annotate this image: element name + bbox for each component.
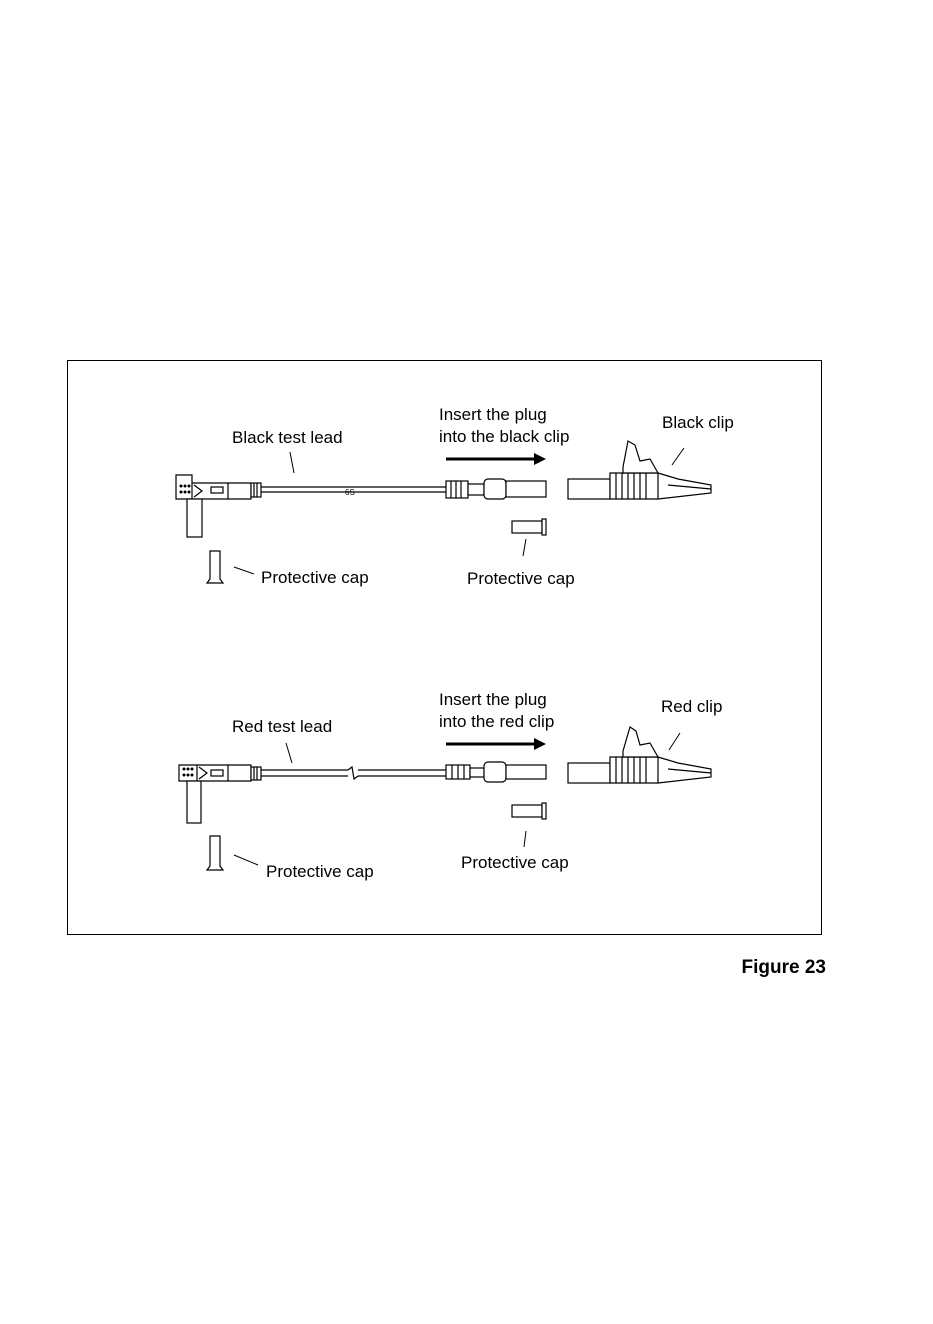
black-protective-cap-left [207,551,254,583]
black-lead-banana-plug [446,479,546,499]
black-insert-instruction-line2: into the black clip [439,426,569,448]
black-protective-cap-label-left: Protective cap [261,567,369,589]
red-test-lead-assembly [179,727,711,870]
black-insert-arrow [446,453,546,465]
red-lead-cable [261,743,446,779]
figure-caption: Figure 23 [742,957,826,979]
black-clip-label: Black clip [662,412,734,434]
red-insert-instruction-line2: into the red clip [439,711,554,733]
black-test-lead-label: Black test lead [232,427,343,449]
red-alligator-clip [568,727,711,783]
black-insert-instruction-line1: Insert the plug [439,404,547,426]
red-lead-strain-relief [251,767,261,780]
black-lead-right-angle-plug [176,475,251,537]
red-protective-cap-label-left: Protective cap [266,861,374,883]
red-lead-right-angle-plug [179,765,251,823]
red-insert-arrow [446,738,546,750]
black-lead-marking: 6S [345,488,355,497]
black-lead-strain-relief [251,483,261,497]
figure-frame: 6S Black test lead Insert the plug into … [67,360,822,935]
red-lead-banana-plug [446,762,546,782]
red-clip-label: Red clip [661,696,722,718]
red-protective-cap-left [207,836,258,870]
black-alligator-clip [568,441,711,499]
black-test-lead-assembly [176,441,711,583]
black-lead-cable [261,452,446,492]
black-protective-cap-right [512,519,546,556]
red-test-lead-label: Red test lead [232,716,332,738]
red-insert-instruction-line1: Insert the plug [439,689,547,711]
red-protective-cap-label-right: Protective cap [461,852,569,874]
black-protective-cap-label-right: Protective cap [467,568,575,590]
red-protective-cap-right [512,803,546,847]
